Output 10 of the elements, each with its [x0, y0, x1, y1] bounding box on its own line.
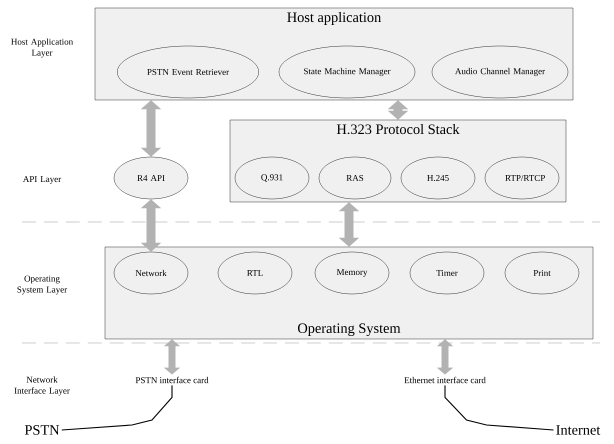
connection-line — [444, 385, 554, 431]
layer-label: API Layer — [22, 176, 62, 184]
node-label: PSTN interface card — [136, 376, 208, 384]
node-label: Ethernet interface card — [404, 376, 486, 384]
connection-line — [62, 385, 173, 431]
layer-label: Network Interface Layer — [14, 376, 70, 396]
layer-label: Host Application Layer — [11, 38, 73, 58]
node-label: Internet — [556, 425, 600, 435]
node-label: PSTN — [24, 425, 60, 435]
layer-label: Operating System Layer — [17, 276, 68, 294]
